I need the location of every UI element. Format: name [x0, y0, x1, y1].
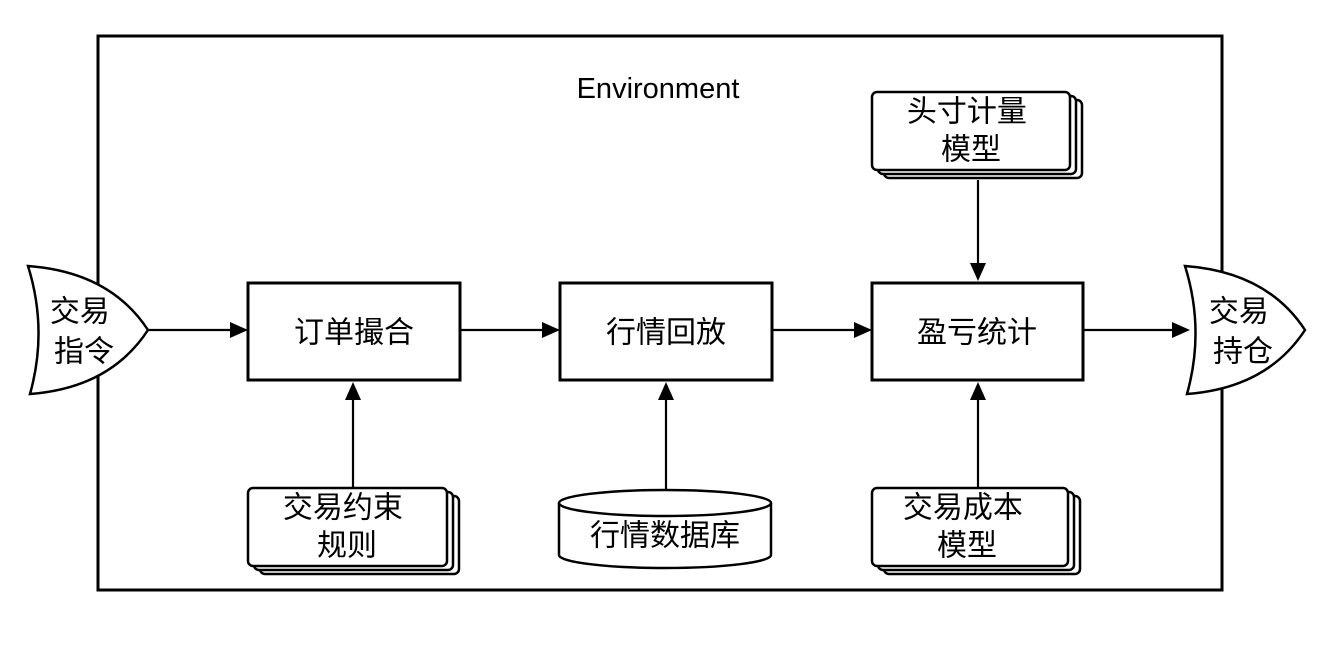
process-order-matching-box	[246, 281, 462, 382]
process-market-replay-box	[558, 281, 774, 382]
store-market-database-body	[557, 503, 773, 570]
store-position-model: 头寸计量 模型	[870, 86, 1084, 180]
output-terminal-shape	[1183, 264, 1307, 396]
store-constraint-rules: 交易约束 规则	[246, 482, 461, 576]
process-order-matching-label: 订单撮合	[294, 317, 414, 350]
output-terminal-label: 交易 持仓	[1209, 286, 1277, 369]
environment-title: Environment	[577, 73, 740, 105]
arrow-up-icon	[970, 382, 986, 400]
store-market-database-label: 行情数据库	[590, 520, 740, 553]
store-cost-model-box	[870, 486, 1070, 568]
process-market-replay-label: 行情回放	[606, 317, 726, 350]
arrow-database-to-market-replay	[658, 382, 674, 490]
arrow-pnl-to-output	[1083, 322, 1190, 338]
store-cost-model-label: 交易成本 模型	[903, 482, 1031, 563]
arrow-down-icon	[970, 263, 986, 281]
store-market-database: 行情数据库	[557, 488, 773, 570]
arrow-up-icon	[658, 382, 674, 400]
arrow-right-icon	[542, 322, 560, 338]
store-cost-model: 交易成本 模型	[870, 482, 1082, 576]
process-pnl-statistics-label: 盈亏统计	[917, 317, 1037, 350]
arrow-cost-model-to-pnl	[970, 382, 986, 488]
store-constraint-rules-box	[246, 486, 449, 568]
input-terminal: 交易 指令	[26, 264, 150, 396]
store-position-model-label: 头寸计量 模型	[907, 86, 1035, 167]
arrow-order-matching-to-market-replay	[460, 322, 560, 338]
store-market-database-top	[557, 488, 773, 518]
arrow-constraint-rules-to-order-matching	[345, 382, 361, 488]
store-position-model-box	[870, 90, 1072, 172]
process-market-replay: 行情回放	[558, 281, 774, 382]
arrow-input-to-order-matching	[148, 322, 248, 338]
store-constraint-rules-label: 交易约束 规则	[283, 482, 411, 563]
input-terminal-label: 交易 指令	[50, 286, 118, 369]
arrow-right-icon	[230, 322, 248, 338]
input-terminal-shape	[26, 264, 150, 396]
process-pnl-statistics-box	[870, 281, 1085, 382]
process-pnl-statistics: 盈亏统计	[870, 281, 1085, 382]
arrow-right-icon	[854, 322, 872, 338]
process-order-matching: 订单撮合	[246, 281, 462, 382]
arrow-position-model-to-pnl	[970, 180, 986, 281]
arrow-up-icon	[345, 382, 361, 400]
output-terminal: 交易 持仓	[1183, 264, 1307, 396]
arrow-right-icon	[1172, 322, 1190, 338]
arrow-market-replay-to-pnl	[772, 322, 872, 338]
